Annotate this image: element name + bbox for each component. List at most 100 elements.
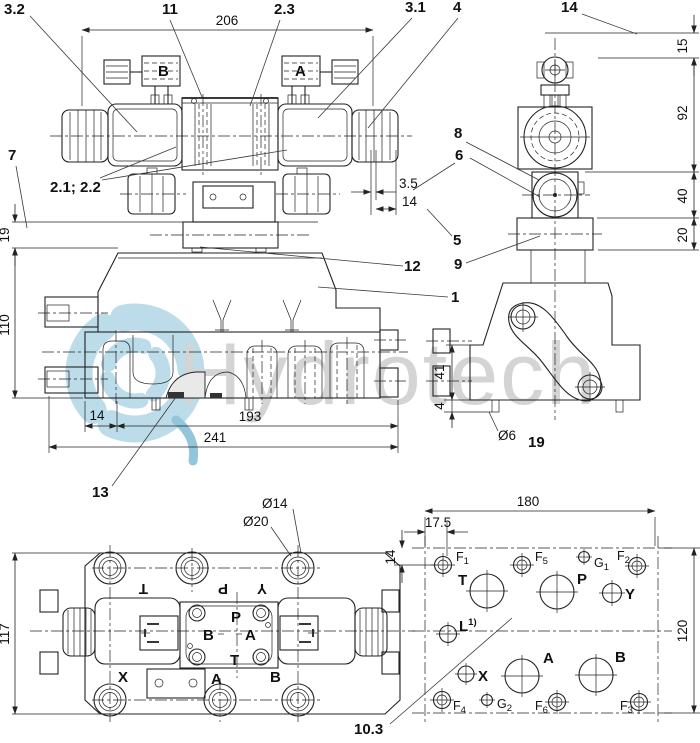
pilot-valve-body <box>61 94 399 176</box>
callout-11: 11 <box>162 1 178 18</box>
plan-nameplate <box>146 668 206 699</box>
dim-193: 193 <box>239 409 262 424</box>
callout-3-1: 3.1 <box>405 0 426 16</box>
dim-41: 41 <box>432 364 447 379</box>
port-holes <box>430 549 651 714</box>
svg-text:F2: F2 <box>617 549 630 566</box>
svg-text:G2: G2 <box>497 697 512 714</box>
plan-port-a: A <box>211 671 222 688</box>
side-view: 15 92 40 20 41 4 Ø6 19 <box>426 15 699 451</box>
dim-3-5: 3.5 <box>399 176 418 191</box>
callout-10-3: 10.3 <box>354 721 383 738</box>
pp-port-b: B <box>615 649 626 666</box>
hole-f1 <box>431 553 455 577</box>
pp-port-a: A <box>543 650 554 667</box>
hex-plug-right <box>276 167 340 215</box>
side-body <box>426 249 641 413</box>
coil-b-connector <box>103 55 181 105</box>
port-pattern-dimensions: 180 17.5 14 120 <box>383 494 700 714</box>
main-valve-body <box>38 252 408 411</box>
svg-text:F5: F5 <box>535 550 548 567</box>
hole-f3 <box>627 690 651 714</box>
coil-a-connector <box>281 55 359 105</box>
port-hole-labels: F1 F5 G1 F2 T P Y L1) X A B F4 G2 F6 F3 <box>453 549 635 716</box>
hole-g1 <box>576 549 592 565</box>
svg-text:F4: F4 <box>453 699 466 716</box>
hole-a <box>501 655 543 697</box>
callout-1: 1 <box>451 289 459 306</box>
watermark-text: Hydrotech <box>178 324 597 423</box>
dim-241: 241 <box>204 430 227 445</box>
hole-p <box>536 571 578 613</box>
subplate <box>12 221 318 253</box>
hole-y <box>599 580 625 606</box>
coil-a-label: A <box>295 63 306 80</box>
plan-port-b: B <box>270 669 281 686</box>
dim-14: 14 <box>402 194 418 209</box>
pp-port-t: T <box>458 572 467 589</box>
plan-port-y-rotated: Y <box>257 580 267 597</box>
armature-tube <box>522 171 590 219</box>
dim-110: 110 <box>0 314 12 336</box>
front-view: B A <box>0 13 418 453</box>
callout-9: 9 <box>454 256 462 273</box>
dim-4: 4 <box>432 402 447 410</box>
dim-120: 120 <box>675 620 690 643</box>
callout-4: 4 <box>453 0 462 16</box>
dia-20-label: Ø20 <box>243 514 269 529</box>
callout-13: 13 <box>92 484 109 501</box>
iface-port-a: A <box>245 627 256 644</box>
hole-x <box>455 663 477 685</box>
hole-f6 <box>545 690 569 714</box>
dim-15: 15 <box>675 38 690 53</box>
dia-6-label: Ø6 <box>498 428 516 443</box>
dim-14-pp: 14 <box>383 549 398 565</box>
dim-206: 206 <box>216 13 239 28</box>
iface-port-p: P <box>231 609 241 626</box>
hole-f2 <box>625 554 649 578</box>
dim-19: 19 <box>0 227 12 242</box>
dim-180: 180 <box>517 494 540 509</box>
callout-6: 6 <box>455 147 463 164</box>
plan-view-dimensions: 117 Ø14 Ø20 <box>0 496 302 715</box>
svg-text:L1): L1) <box>459 617 477 635</box>
dim-20: 20 <box>675 227 690 242</box>
plan-port-p-rotated: P <box>218 580 228 597</box>
callout-14: 14 <box>561 0 578 16</box>
seal-mark <box>168 392 184 398</box>
dim-14b: 14 <box>89 408 105 423</box>
seal-mark <box>210 393 222 398</box>
iface-port-t: T <box>230 652 239 669</box>
callout-8: 8 <box>454 125 462 142</box>
plan-solenoid-assembly <box>39 589 400 675</box>
callout-19: 19 <box>528 434 545 451</box>
pp-port-y: Y <box>625 586 635 603</box>
dia-14-label: Ø14 <box>262 496 288 511</box>
callout-12: 12 <box>404 258 421 275</box>
coil-b-label: B <box>158 63 169 80</box>
hole-t <box>466 570 508 612</box>
hole-f4 <box>430 688 454 712</box>
hole-b <box>575 654 617 696</box>
cable-gland <box>536 32 699 108</box>
hole-g2 <box>479 692 495 708</box>
plan-view: T P Y P B A T X A B 117 Ø14 Ø20 <box>0 496 415 722</box>
pp-port-x: X <box>478 668 488 685</box>
hole-l <box>436 622 460 646</box>
pp-port-p: P <box>577 571 587 588</box>
hex-plug-left <box>120 167 186 215</box>
watermark: Hydrotech <box>65 303 597 466</box>
plan-port-x: X <box>118 669 128 686</box>
callout-2-1-2-2: 2.1; 2.2 <box>50 179 101 196</box>
callout-labels: 3.2 11 2.3 3.1 4 14 7 2.1; 2.2 6 8 5 9 1… <box>4 0 638 501</box>
plan-port-t-rotated: T <box>139 580 148 597</box>
svg-text:F6: F6 <box>535 699 548 716</box>
pilot-interface <box>179 592 279 678</box>
svg-text:G1: G1 <box>594 556 609 573</box>
hole-f5 <box>510 553 534 577</box>
port-pattern-view: 180 17.5 14 120 <box>354 494 700 738</box>
dim-117: 117 <box>0 623 12 645</box>
svg-text:F1: F1 <box>456 550 469 567</box>
